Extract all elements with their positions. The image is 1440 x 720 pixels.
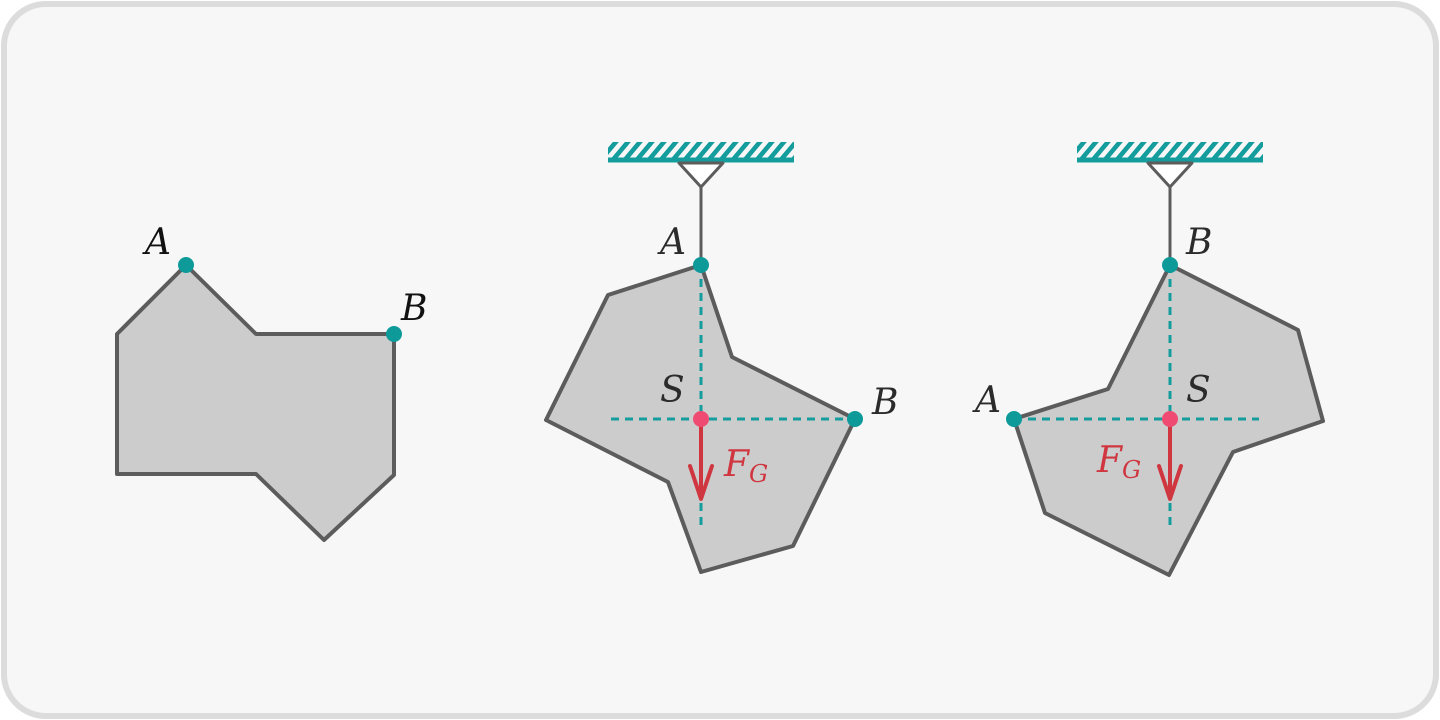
point-b-dot [847,411,863,427]
centroid-label: S [1186,370,1211,411]
pivot-icon [1146,161,1194,189]
force-label: FG [723,444,768,488]
force-subscript: G [749,460,768,488]
free-plate: A B [115,222,427,542]
point-a-dot [1006,411,1022,427]
point-a-dot [178,257,194,273]
ceiling-hatch [1077,142,1263,158]
pivot-b-dot [1162,257,1178,273]
pivot-a-dot [693,257,709,273]
centroid-dot [1162,411,1178,427]
centroid-dot [693,411,709,427]
point-b-dot [386,326,402,342]
ceiling-hatch [608,142,794,158]
centroid-label: S [660,370,685,411]
hung-at-a: A B S FG [544,142,898,574]
gravity-arrow-head [688,464,714,501]
force-subscript: G [1122,456,1141,484]
point-b-label: B [871,382,898,423]
pivot-icon [677,161,725,189]
force-symbol: F [723,444,751,485]
force-label: FG [1096,440,1141,484]
point-a-label: A [142,222,171,263]
pivot-a-label: A [657,222,686,263]
force-symbol: F [1096,440,1124,481]
plate-shape [115,263,396,542]
point-a-label: A [972,380,1001,421]
hung-at-b: B A S FG [972,142,1325,577]
gravity-arrow-head [1157,464,1183,501]
pivot-b-label: B [1185,222,1212,263]
point-b-label: B [400,288,427,329]
